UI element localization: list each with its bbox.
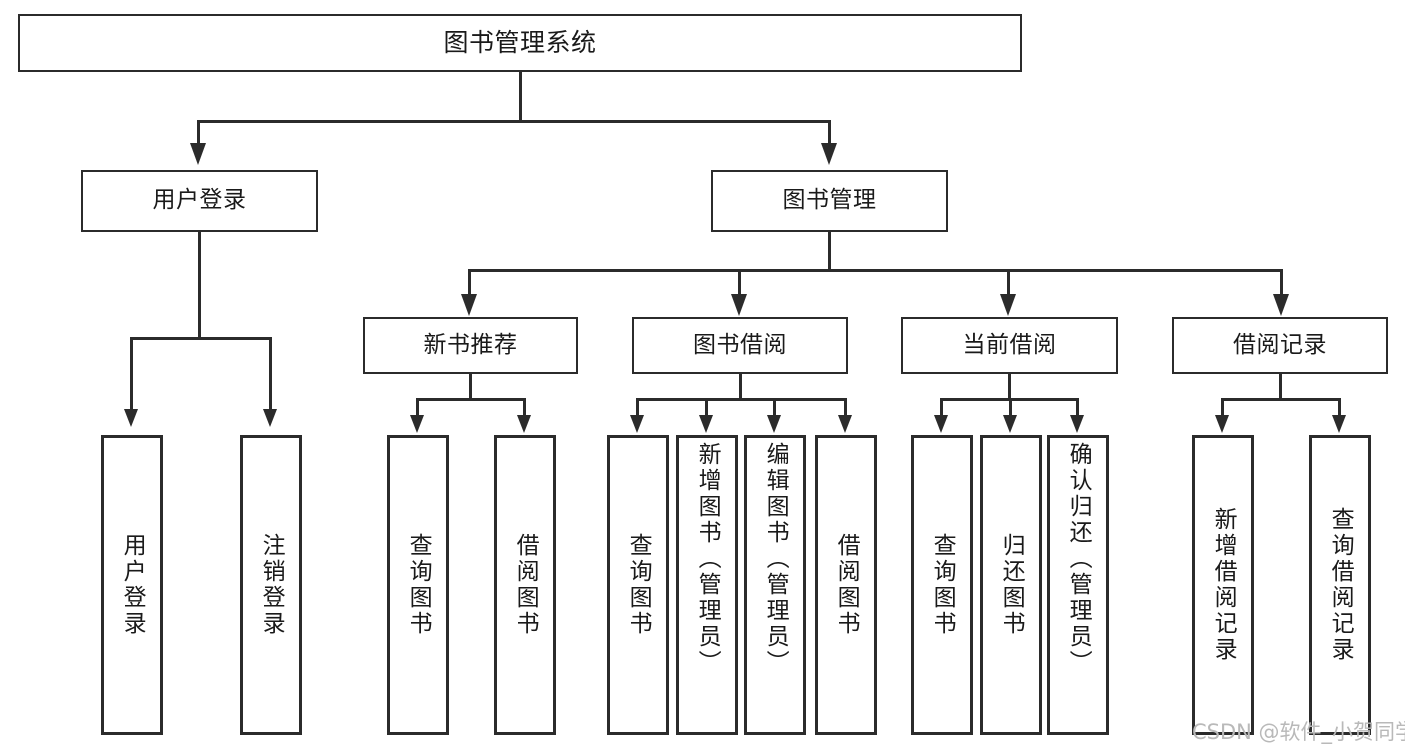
connector-bb-drop-1 bbox=[636, 398, 639, 415]
node-label: 图书借阅 bbox=[693, 331, 787, 358]
connector-bb-drop-3 bbox=[773, 398, 776, 415]
arrowhead-bb-edit-book bbox=[767, 415, 781, 433]
connector-root-stem bbox=[519, 72, 522, 123]
connector-root-to-book-manage bbox=[828, 120, 831, 143]
connector-root-bus bbox=[197, 120, 831, 123]
arrowhead-current-borrow bbox=[1000, 294, 1016, 316]
connector-cb-drop-2 bbox=[1009, 398, 1012, 415]
arrowhead-leaf-user-login bbox=[124, 409, 138, 427]
node-borrow-record[interactable]: 借阅记录 bbox=[1172, 317, 1388, 374]
leaf-logout[interactable]: 注销登录 bbox=[240, 435, 302, 735]
connector-user-login-drop-1 bbox=[130, 337, 133, 409]
leaf-user-login[interactable]: 用户登录 bbox=[101, 435, 163, 735]
watermark-text: CSDN @软件_小贺同学 bbox=[1192, 720, 1405, 744]
node-new-book-recommend[interactable]: 新书推荐 bbox=[363, 317, 578, 374]
connector-user-login-bus bbox=[130, 337, 272, 340]
node-label: 归还图书 bbox=[998, 533, 1025, 637]
node-label: 用户登录 bbox=[119, 533, 146, 637]
node-label: 借阅图书 bbox=[512, 533, 539, 637]
arrowhead-br-add-record bbox=[1215, 415, 1229, 433]
connector-bm-drop-3 bbox=[1007, 269, 1010, 294]
leaf-cb-return-book[interactable]: 归还图书 bbox=[980, 435, 1042, 735]
arrowhead-bb-borrow-book bbox=[838, 415, 852, 433]
leaf-bb-query-book[interactable]: 查询图书 bbox=[607, 435, 669, 735]
connector-cb-drop-3 bbox=[1076, 398, 1079, 415]
connector-nb-drop-2 bbox=[523, 398, 526, 415]
node-book-borrow[interactable]: 图书借阅 bbox=[632, 317, 848, 374]
arrowhead-nb-borrow-book bbox=[517, 415, 531, 433]
leaf-bb-add-book[interactable]: 新增图书（管理员） bbox=[676, 435, 738, 735]
arrowhead-leaf-logout bbox=[263, 409, 277, 427]
connector-new-book-bus bbox=[416, 398, 526, 401]
connector-bb-drop-4 bbox=[844, 398, 847, 415]
arrowhead-br-query-record bbox=[1332, 415, 1346, 433]
arrowhead-borrow-record bbox=[1273, 294, 1289, 316]
node-label: 查询借阅记录 bbox=[1327, 507, 1354, 663]
connector-borrow-record-bus bbox=[1221, 398, 1341, 401]
connector-bm-drop-2 bbox=[738, 269, 741, 294]
node-label: 图书管理系统 bbox=[443, 28, 597, 58]
connector-bm-drop-1 bbox=[468, 269, 471, 294]
connector-root-to-user-login bbox=[197, 120, 200, 143]
node-label: 查询图书 bbox=[405, 533, 432, 637]
arrowhead-cb-confirm-return bbox=[1070, 415, 1084, 433]
arrowhead-book-borrow bbox=[731, 294, 747, 316]
connector-br-drop-2 bbox=[1338, 398, 1341, 415]
arrowhead-bb-query-book bbox=[630, 415, 644, 433]
node-label: 借阅图书 bbox=[833, 533, 860, 637]
connector-borrow-record-stem bbox=[1279, 374, 1282, 401]
arrowhead-cb-query-book bbox=[934, 415, 948, 433]
node-label: 借阅记录 bbox=[1233, 331, 1327, 358]
node-label: 注销登录 bbox=[258, 533, 285, 637]
node-label: 图书管理 bbox=[782, 187, 877, 214]
leaf-cb-query-book[interactable]: 查询图书 bbox=[911, 435, 973, 735]
connector-cb-drop-1 bbox=[940, 398, 943, 415]
connector-current-borrow-stem bbox=[1008, 374, 1011, 401]
arrowhead-nb-query-book bbox=[410, 415, 424, 433]
connector-bm-drop-4 bbox=[1280, 269, 1283, 294]
leaf-nb-query-book[interactable]: 查询图书 bbox=[387, 435, 449, 735]
connector-user-login-drop-2 bbox=[269, 337, 272, 409]
connector-bb-drop-2 bbox=[705, 398, 708, 415]
node-label: 新增借阅记录 bbox=[1210, 507, 1237, 663]
leaf-br-add-record[interactable]: 新增借阅记录 bbox=[1192, 435, 1254, 735]
leaf-br-query-record[interactable]: 查询借阅记录 bbox=[1309, 435, 1371, 735]
node-label: 新书推荐 bbox=[423, 331, 518, 358]
node-label: 查询图书 bbox=[625, 533, 652, 637]
leaf-bb-edit-book[interactable]: 编辑图书（管理员） bbox=[744, 435, 806, 735]
node-label: 查询图书 bbox=[929, 533, 956, 637]
leaf-nb-borrow-book[interactable]: 借阅图书 bbox=[494, 435, 556, 735]
node-label: 用户登录 bbox=[152, 187, 247, 214]
connector-user-login-stem bbox=[198, 232, 201, 340]
connector-br-drop-1 bbox=[1221, 398, 1224, 415]
node-root-system[interactable]: 图书管理系统 bbox=[18, 14, 1022, 72]
node-label: 当前借阅 bbox=[962, 331, 1057, 358]
arrowhead-bb-add-book bbox=[699, 415, 713, 433]
node-label: 确认归还（管理员） bbox=[1065, 442, 1092, 676]
leaf-cb-confirm-return[interactable]: 确认归还（管理员） bbox=[1047, 435, 1109, 735]
connector-book-management-bus bbox=[468, 269, 1283, 272]
node-book-management[interactable]: 图书管理 bbox=[711, 170, 948, 232]
connector-book-management-stem bbox=[828, 232, 831, 272]
node-current-borrow[interactable]: 当前借阅 bbox=[901, 317, 1118, 374]
connector-nb-drop-1 bbox=[416, 398, 419, 415]
arrowhead-cb-return-book bbox=[1003, 415, 1017, 433]
connector-book-borrow-bus bbox=[636, 398, 847, 401]
arrowhead-new-book-recommend bbox=[461, 294, 477, 316]
node-user-login[interactable]: 用户登录 bbox=[81, 170, 318, 232]
leaf-bb-borrow-book[interactable]: 借阅图书 bbox=[815, 435, 877, 735]
connector-new-book-stem bbox=[469, 374, 472, 401]
connector-book-borrow-stem bbox=[739, 374, 742, 401]
node-label: 新增图书（管理员） bbox=[694, 442, 721, 676]
arrowhead-book-manage bbox=[821, 143, 837, 165]
node-label: 编辑图书（管理员） bbox=[762, 442, 789, 676]
arrowhead-user-login bbox=[190, 143, 206, 165]
